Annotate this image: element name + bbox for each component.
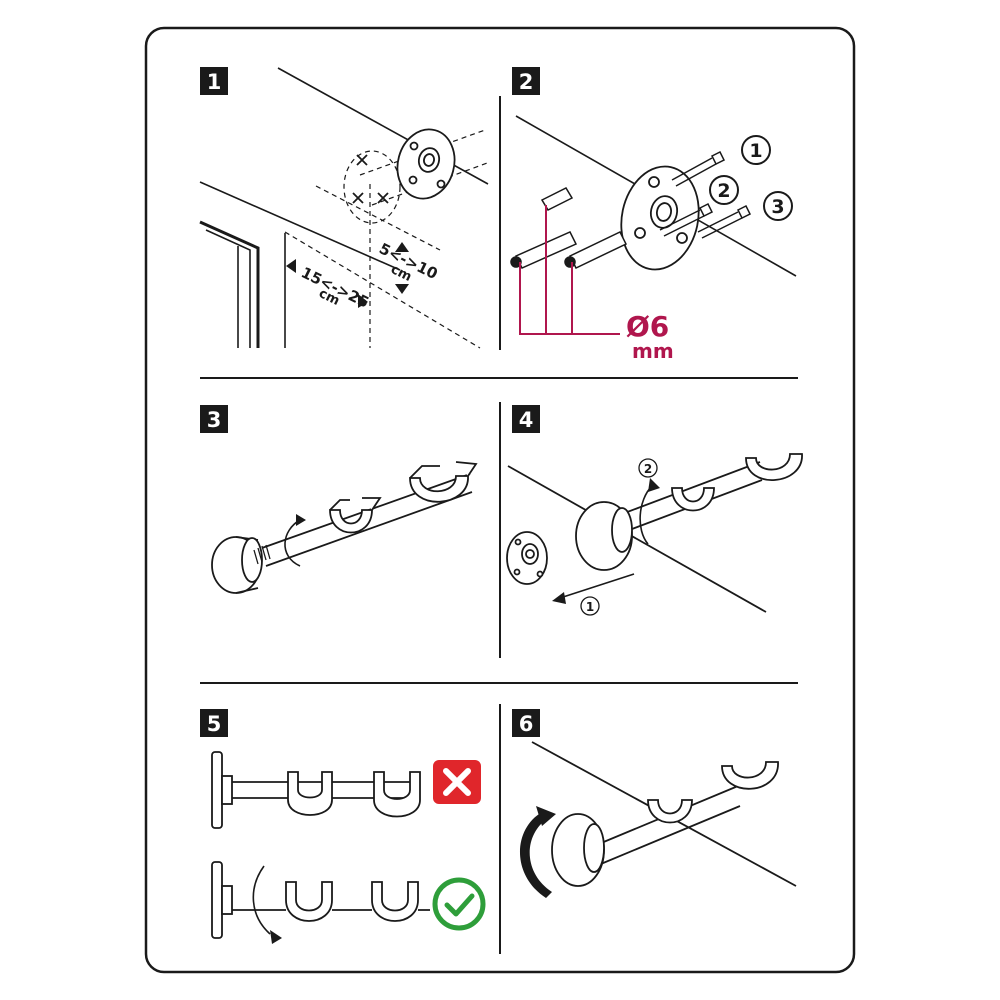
- panel-6-tighten: [519, 741, 797, 898]
- wall-edge-line-4: [507, 465, 767, 613]
- guide-lines: [284, 129, 491, 349]
- right-assembly: [211, 861, 430, 944]
- step-badge-4: 4: [512, 405, 540, 433]
- check-icon: [432, 877, 486, 931]
- wrong-assembly: [211, 751, 421, 829]
- rotate-arrow-5: [252, 865, 271, 935]
- screw-1: [671, 150, 726, 187]
- hook-inner: [329, 497, 382, 534]
- screw-number-circles: [709, 135, 793, 221]
- drill-marks: [352, 154, 389, 204]
- hook-inner-6: [647, 799, 693, 824]
- svg-text:4: 4: [519, 408, 534, 432]
- panel-5-orientation: [211, 751, 430, 944]
- panel-1-measure: [199, 67, 491, 349]
- hook-outer-6: [721, 761, 779, 790]
- rotate-arrow-6: [519, 812, 552, 898]
- hook-inner-4: [671, 487, 715, 512]
- wall-plate-4: [506, 531, 548, 585]
- window-frame: [199, 181, 401, 271]
- screw-3: [697, 204, 752, 239]
- panel-4-mount: [506, 453, 803, 616]
- step-badge-5: 5: [200, 709, 228, 737]
- rotate-arrow: [284, 519, 301, 567]
- step-badge-2: 2: [512, 67, 540, 95]
- move-arrow: [559, 573, 635, 599]
- step-badge-3: 3: [200, 405, 228, 433]
- hook-outer: [409, 461, 478, 503]
- cross-icon: [433, 760, 481, 804]
- rod-base-6: [551, 813, 605, 887]
- svg-text:6: 6: [519, 712, 534, 736]
- svg-text:3: 3: [207, 408, 222, 432]
- rotate-step-label: 2: [644, 462, 652, 476]
- step-badge-6: 6: [512, 709, 540, 737]
- step-badge-1: 1: [200, 67, 228, 95]
- drill-diameter-unit: mm: [632, 339, 674, 363]
- screw-label-3: 3: [771, 196, 784, 218]
- thread: [253, 544, 271, 565]
- svg-text:2: 2: [519, 70, 534, 94]
- screw-2: [659, 202, 714, 237]
- hook-outer-4: [745, 453, 803, 481]
- wall-plate: [396, 128, 456, 200]
- panel-3-assemble: [211, 461, 478, 594]
- wall-plate-2: [620, 165, 700, 271]
- dimension-arrows: [286, 242, 409, 308]
- drill-guide-lines: [519, 205, 620, 335]
- move-step-label: 1: [586, 600, 594, 614]
- panel-dividers: [200, 96, 798, 954]
- svg-text:1: 1: [207, 70, 222, 94]
- panel-2-drill: [510, 115, 797, 335]
- svg-text:5: 5: [207, 712, 222, 736]
- drill-diameter-label: Ø6: [626, 310, 669, 343]
- screw-label-1: 1: [749, 140, 762, 162]
- screw-label-2: 2: [717, 180, 730, 202]
